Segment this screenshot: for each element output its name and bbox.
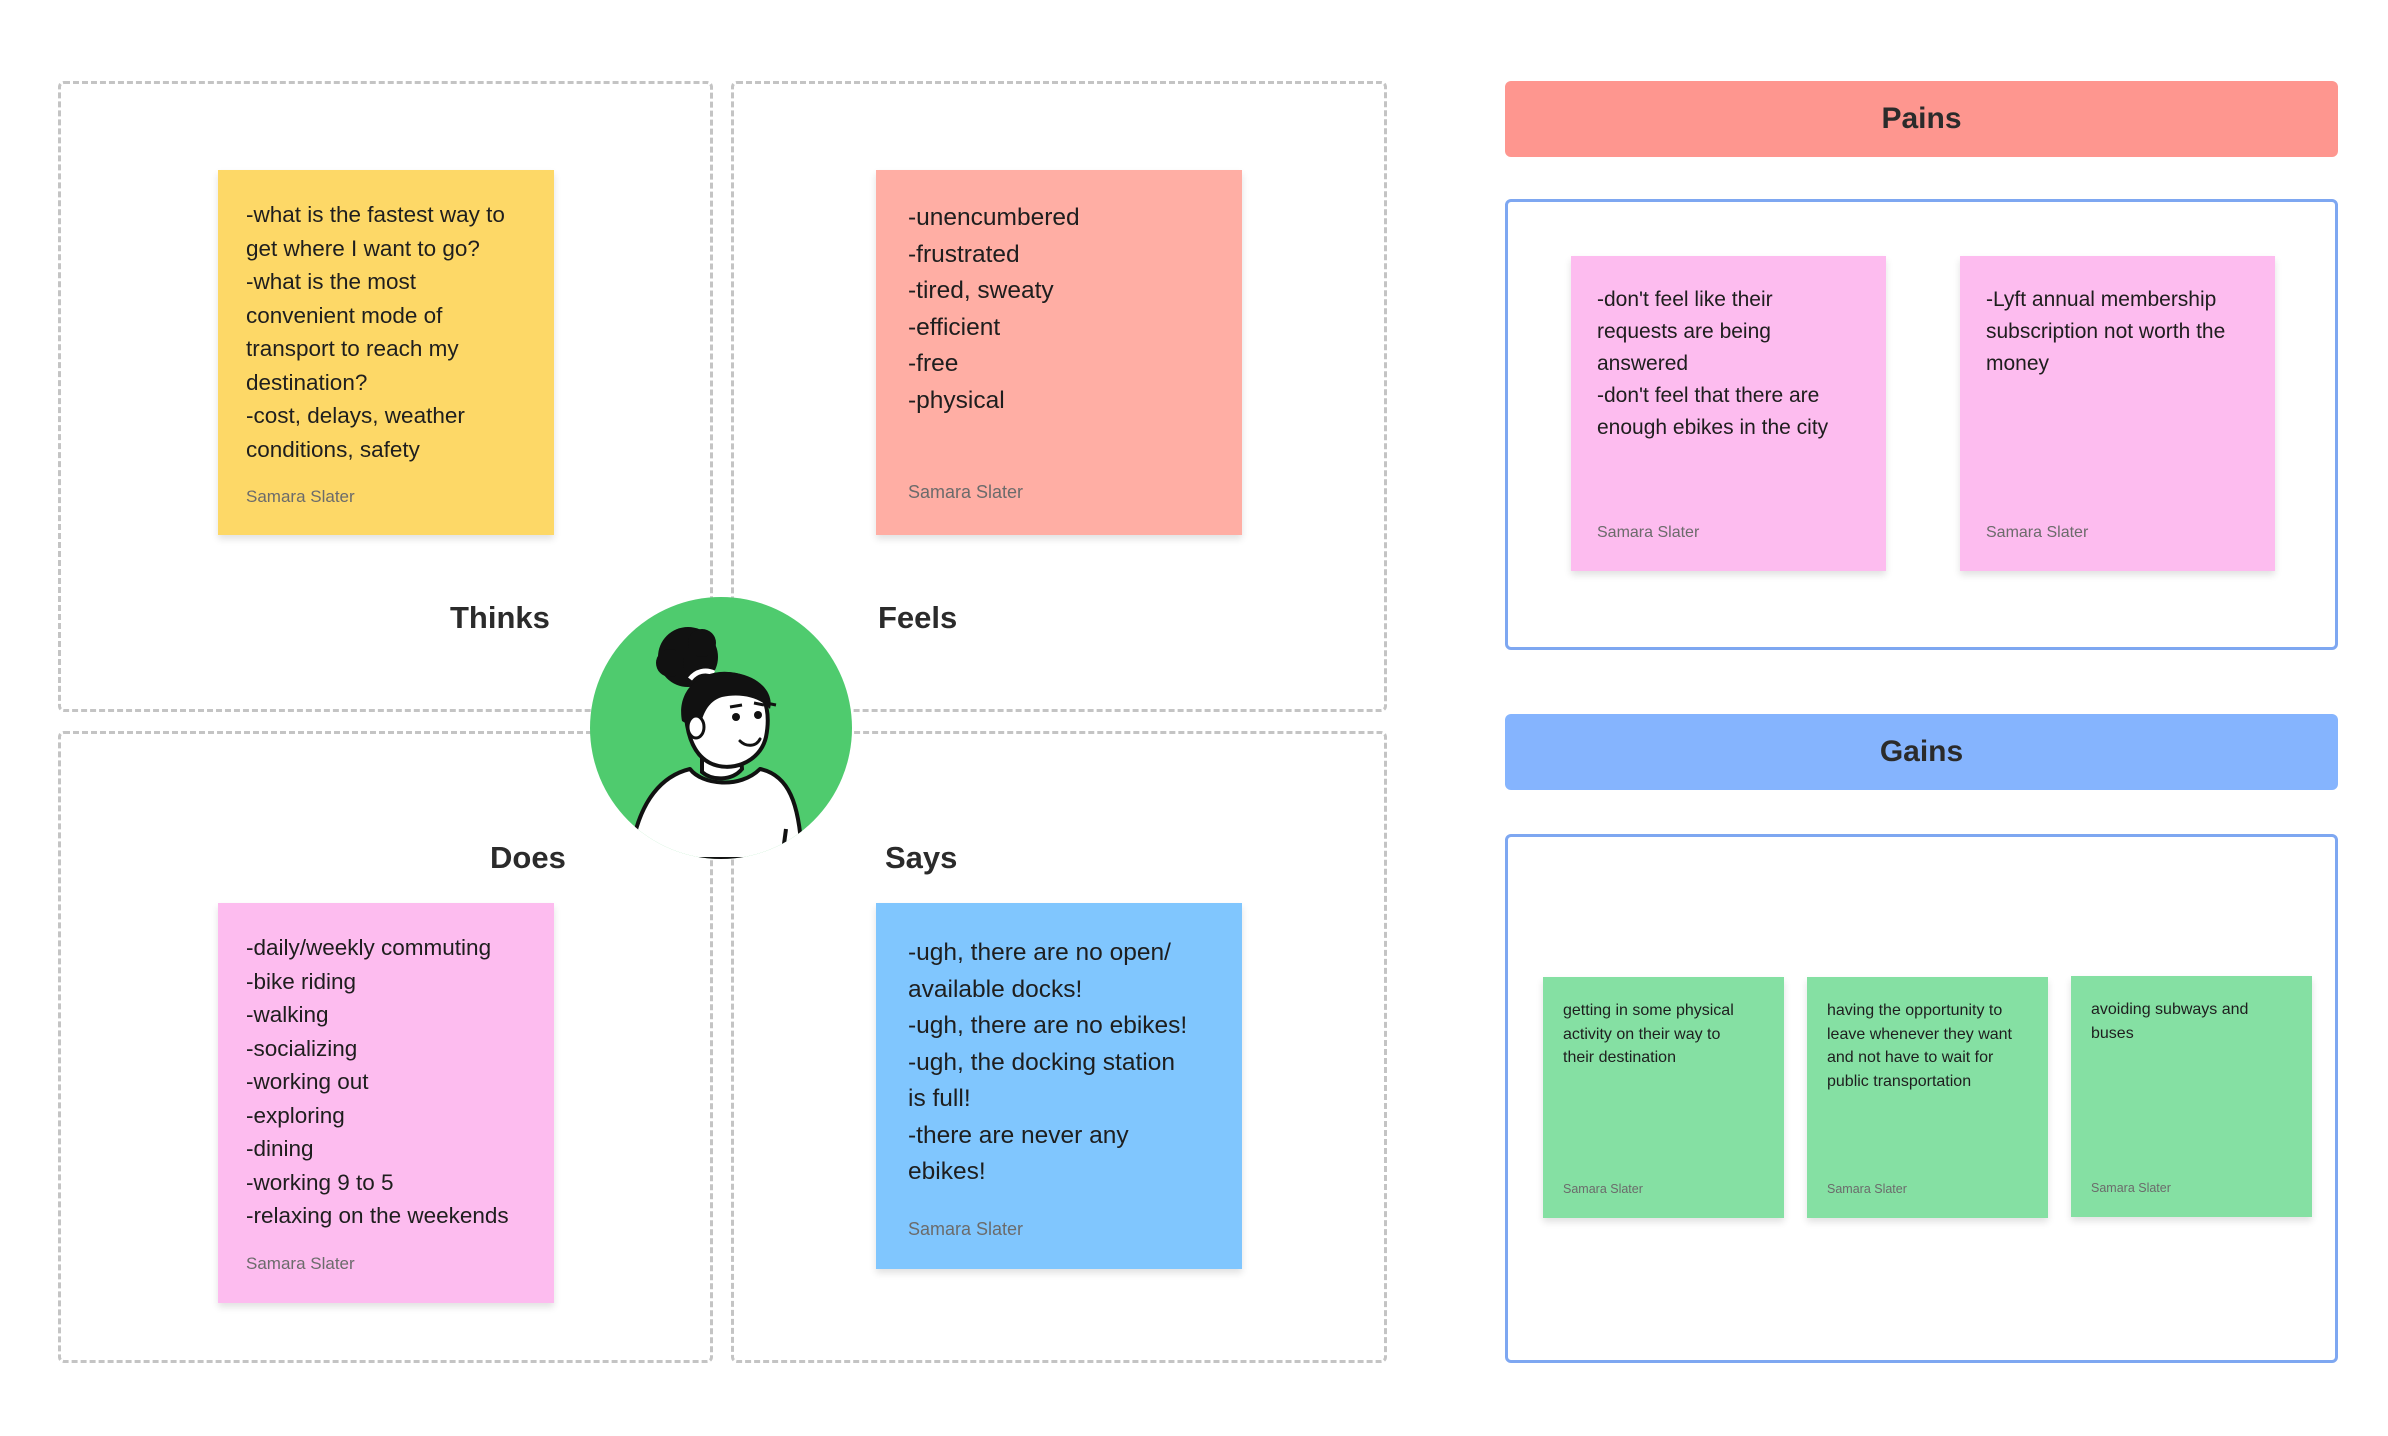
sticky-note-text: avoiding subways and buses xyxy=(2091,1001,2249,1042)
does-quadrant xyxy=(58,731,713,1363)
pains-title: Pains xyxy=(1881,102,1962,135)
does-label: Does xyxy=(490,840,566,875)
gains-title: Gains xyxy=(1879,735,1964,768)
sticky-note-text: -daily/weekly commuting -bike riding -wa… xyxy=(246,935,509,1228)
gain-sticky-note[interactable]: having the opportunity to leave whenever… xyxy=(1807,977,2048,1218)
thinks-quadrant xyxy=(58,81,713,712)
thinks-sticky-note[interactable]: -what is the fastest way to get where I … xyxy=(218,170,554,535)
gain-sticky-note[interactable]: avoiding subways and buses Samara Slater xyxy=(2071,976,2312,1217)
sticky-note-text: -don't feel like their requests are bein… xyxy=(1597,288,1829,439)
sticky-note-author: Samara Slater xyxy=(246,487,355,506)
says-quadrant xyxy=(731,731,1387,1363)
sticky-note-author: Samara Slater xyxy=(246,1254,355,1273)
feels-sticky-note[interactable]: -unencumbered -frustrated -tired, sweaty… xyxy=(876,170,1242,535)
sticky-note-author: Samara Slater xyxy=(2091,1181,2171,1195)
sticky-note-text: -Lyft annual membership subscription not… xyxy=(1986,288,2226,375)
sticky-note-author: Samara Slater xyxy=(1986,524,2089,541)
sticky-note-text: -unencumbered -frustrated -tired, sweaty… xyxy=(908,204,1080,414)
sticky-note-author: Samara Slater xyxy=(1827,1182,1907,1196)
does-sticky-note[interactable]: -daily/weekly commuting -bike riding -wa… xyxy=(218,903,554,1303)
pain-sticky-note[interactable]: -don't feel like their requests are bein… xyxy=(1571,256,1886,571)
sticky-note-text: -what is the fastest way to get where I … xyxy=(246,202,505,462)
thinks-label: Thinks xyxy=(450,600,550,635)
sticky-note-author: Samara Slater xyxy=(908,482,1024,502)
sticky-note-text: -ugh, there are no open/ available docks… xyxy=(908,939,1188,1185)
sticky-note-text: getting in some physical activity on the… xyxy=(1563,1002,1734,1066)
sticky-note-author: Samara Slater xyxy=(908,1219,1024,1239)
feels-label: Feels xyxy=(878,600,958,635)
feels-quadrant xyxy=(731,81,1387,712)
sticky-note-author: Samara Slater xyxy=(1563,1182,1643,1196)
person-avatar-icon xyxy=(590,597,852,859)
sticky-note-author: Samara Slater xyxy=(1597,524,1700,541)
gain-sticky-note[interactable]: getting in some physical activity on the… xyxy=(1543,977,1784,1218)
gains-header: Gains xyxy=(1505,714,2338,790)
says-sticky-note[interactable]: -ugh, there are no open/ available docks… xyxy=(876,903,1242,1269)
says-label: Says xyxy=(885,840,958,875)
pains-header: Pains xyxy=(1505,81,2338,157)
pain-sticky-note[interactable]: -Lyft annual membership subscription not… xyxy=(1960,256,2275,571)
sticky-note-text: having the opportunity to leave whenever… xyxy=(1827,1002,2012,1090)
